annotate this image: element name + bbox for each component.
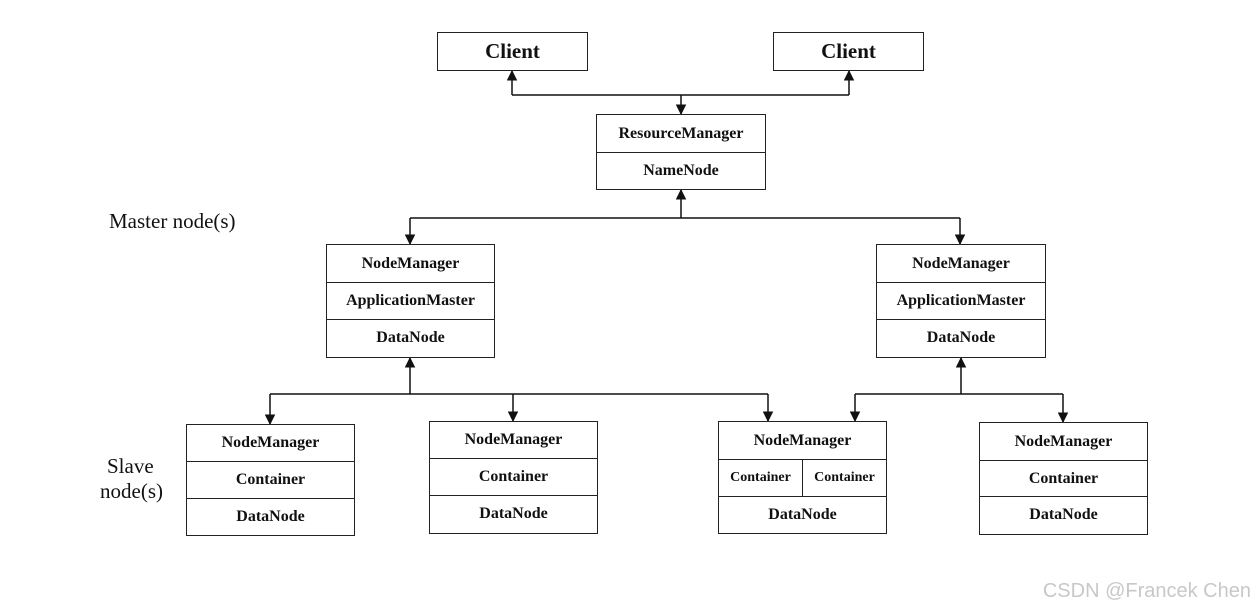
- data-node-label: DataNode: [719, 496, 886, 532]
- node-manager-label: NodeManager: [361, 254, 460, 272]
- watermark: CSDN @Francek Chen: [1042, 580, 1251, 602]
- node-manager-label: NodeManager: [464, 431, 563, 448]
- slave-node-box-2: NodeManager Container DataNode: [429, 421, 598, 534]
- slave-nodes-label-line2: node(s): [100, 479, 163, 503]
- slave-node-box-1: NodeManager Container DataNode: [186, 424, 355, 536]
- container-label-left: Container: [730, 470, 791, 485]
- data-node-label: DataNode: [187, 498, 354, 534]
- master-box: ResourceManager NameNode: [596, 114, 766, 190]
- data-node-label: DataNode: [430, 495, 597, 532]
- application-master-label: ApplicationMaster: [877, 282, 1045, 319]
- slave-nodes-label-line1: Slave: [107, 454, 154, 478]
- application-master-label: ApplicationMaster: [327, 282, 494, 319]
- app-node-box-right: NodeManager ApplicationMaster DataNode: [876, 244, 1046, 358]
- client-label: Client: [821, 39, 876, 63]
- client-box-right: Client: [773, 32, 924, 71]
- data-node-label: DataNode: [877, 319, 1045, 356]
- client-box-left: Client: [437, 32, 588, 71]
- data-node-label: DataNode: [980, 496, 1147, 533]
- slave-node-box-4: NodeManager Container DataNode: [979, 422, 1148, 535]
- resource-manager-label: ResourceManager: [618, 124, 744, 142]
- container-label: Container: [187, 461, 354, 498]
- app-node-box-left: NodeManager ApplicationMaster DataNode: [326, 244, 495, 358]
- slave-node-box-3: NodeManager Container Container DataNode: [718, 421, 887, 534]
- master-nodes-label: Master node(s): [109, 209, 236, 233]
- container-label: Container: [430, 458, 597, 495]
- node-manager-label: NodeManager: [912, 254, 1010, 272]
- node-manager-label: NodeManager: [753, 431, 852, 449]
- node-manager-label: NodeManager: [1014, 432, 1113, 450]
- container-split-row: Container Container: [719, 459, 886, 496]
- data-node-label: DataNode: [327, 319, 494, 356]
- name-node-label: NameNode: [597, 152, 765, 188]
- node-manager-label: NodeManager: [221, 434, 320, 451]
- container-label: Container: [980, 460, 1147, 496]
- container-label-right: Container: [802, 460, 886, 496]
- client-label: Client: [485, 39, 540, 63]
